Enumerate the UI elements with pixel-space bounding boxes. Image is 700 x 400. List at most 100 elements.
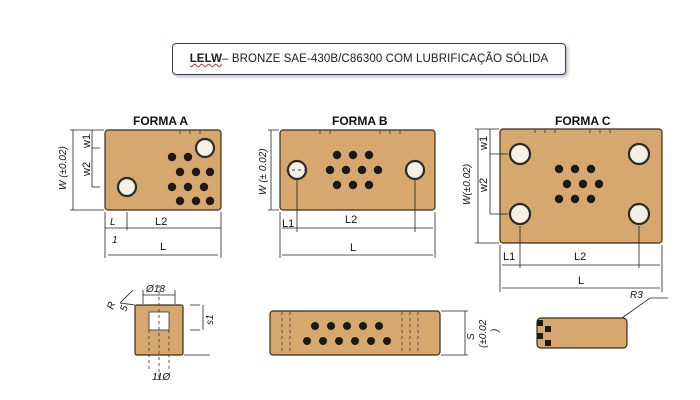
side-s-tolerance-close: ) (490, 329, 501, 333)
plug (205, 167, 215, 177)
forma-a-hidden-lines (179, 131, 201, 137)
forma-c-hidden-lines (534, 130, 611, 136)
forma-a-l2-label: L2 (155, 216, 167, 228)
forma-c-l-dims (499, 226, 663, 292)
section-s1-label: s1 (205, 314, 216, 325)
forma-a-heading: FORMA A (133, 114, 188, 128)
plug (167, 182, 177, 192)
plug (537, 333, 543, 339)
forma-c-heading: FORMA C (555, 114, 611, 128)
section-r-value: 5 (118, 304, 130, 313)
plug (364, 150, 374, 160)
forma-c-w-dim (475, 128, 499, 244)
plug (343, 322, 351, 330)
plug (383, 337, 391, 345)
forma-a-l-label: L (110, 217, 116, 228)
plug (554, 164, 564, 174)
forma-c-side-plugs (537, 320, 551, 346)
forma-a-hole-bottom (116, 176, 138, 198)
forma-a-w-dim (70, 129, 104, 211)
forma-c-hole-tr (627, 142, 651, 166)
plug (332, 150, 342, 160)
plug (554, 194, 564, 204)
forma-a-ltotal-label: L (160, 241, 166, 253)
forma-b-hole-left (286, 159, 308, 181)
forma-c-hole-tl (508, 142, 532, 166)
forma-c-hole-bl (508, 202, 532, 226)
section-r-label: R (105, 300, 118, 311)
forma-c: FORMA C W(±0.02) w1 w2 L1 L2 L R3 (462, 114, 668, 349)
forma-a-plug-grid (167, 152, 215, 206)
plug (175, 167, 185, 177)
section-diameter-dim (142, 290, 176, 304)
forma-a-l1-label: 1 (112, 235, 118, 246)
plug (537, 320, 543, 326)
forma-c-ltotal-label: L (578, 275, 584, 287)
forma-a: FORMA A W (±0.02) w1 w2 L 1 L2 (58, 114, 222, 258)
side-s-dim (441, 310, 468, 356)
side-s-tolerance: (±0.02 (478, 319, 489, 348)
plug (570, 164, 580, 174)
forma-b-w-dim (268, 129, 279, 211)
forma-b: FORMA B W (± 0.02) L1 L2 L (258, 114, 436, 258)
plug (545, 326, 551, 332)
side-detail: S (±0.02 ) (269, 310, 501, 356)
forma-b-l1-label: L1 (282, 218, 294, 230)
forma-b-hole-right (404, 159, 426, 181)
plug (545, 340, 551, 346)
plug (183, 182, 193, 192)
section-detail: Ø18 R 5 s1 11Ø (105, 284, 216, 383)
side-body (269, 310, 441, 356)
plug (332, 180, 342, 190)
forma-a-w1-label: w1 (81, 134, 93, 149)
title-brand: LELW (189, 53, 223, 65)
forma-c-w1w2-dim (489, 129, 508, 215)
forma-c-r-label: R3 (630, 290, 643, 301)
forma-b-plate (279, 129, 436, 211)
title-text: – BRONZE SAE-430B/C86300 COM LUBRIFICAÇÃ… (222, 53, 549, 65)
plug (303, 337, 311, 345)
forma-a-l-dims (104, 212, 222, 258)
plug (367, 337, 375, 345)
side-hidden-lines (281, 312, 419, 354)
forma-c-w2-label: w2 (478, 178, 490, 193)
forma-b-hidden-lines (319, 131, 401, 137)
plug (335, 337, 343, 345)
side-plug-row (303, 322, 391, 345)
plug (341, 165, 351, 175)
plug (578, 179, 588, 189)
forma-b-w-label: W (± 0.02) (258, 148, 269, 195)
forma-b-l2-label: L2 (345, 214, 357, 226)
side-s-label: S (466, 333, 477, 340)
forma-b-plug-grid (325, 150, 383, 190)
plug (175, 196, 185, 206)
plug (357, 165, 367, 175)
plug (183, 152, 193, 162)
title-box: LELW – BRONZE SAE-430B/C86300 COM LUBRIF… (172, 43, 566, 75)
forma-a-w-label: W (±0.02) (58, 146, 69, 190)
plug (364, 180, 374, 190)
plug (359, 322, 367, 330)
forma-c-w-label: W(±0.02) (462, 164, 473, 205)
plug (348, 150, 358, 160)
plug (325, 165, 335, 175)
plug (586, 194, 596, 204)
plug (351, 337, 359, 345)
plug (205, 196, 215, 206)
plug (167, 152, 177, 162)
plug (373, 165, 383, 175)
forma-c-plug-grid (554, 164, 604, 204)
plug (348, 180, 358, 190)
plug (586, 164, 596, 174)
forma-b-ltotal-label: L (350, 242, 356, 254)
plug (191, 196, 201, 206)
section-hidden-lines (148, 330, 170, 370)
forma-a-hole-top (194, 137, 216, 159)
plug (319, 337, 327, 345)
plug (311, 322, 319, 330)
forma-b-l-dims (279, 180, 436, 258)
plug (191, 167, 201, 177)
forma-c-hole-br (627, 202, 651, 226)
section-diameter-label: Ø18 (145, 284, 165, 295)
